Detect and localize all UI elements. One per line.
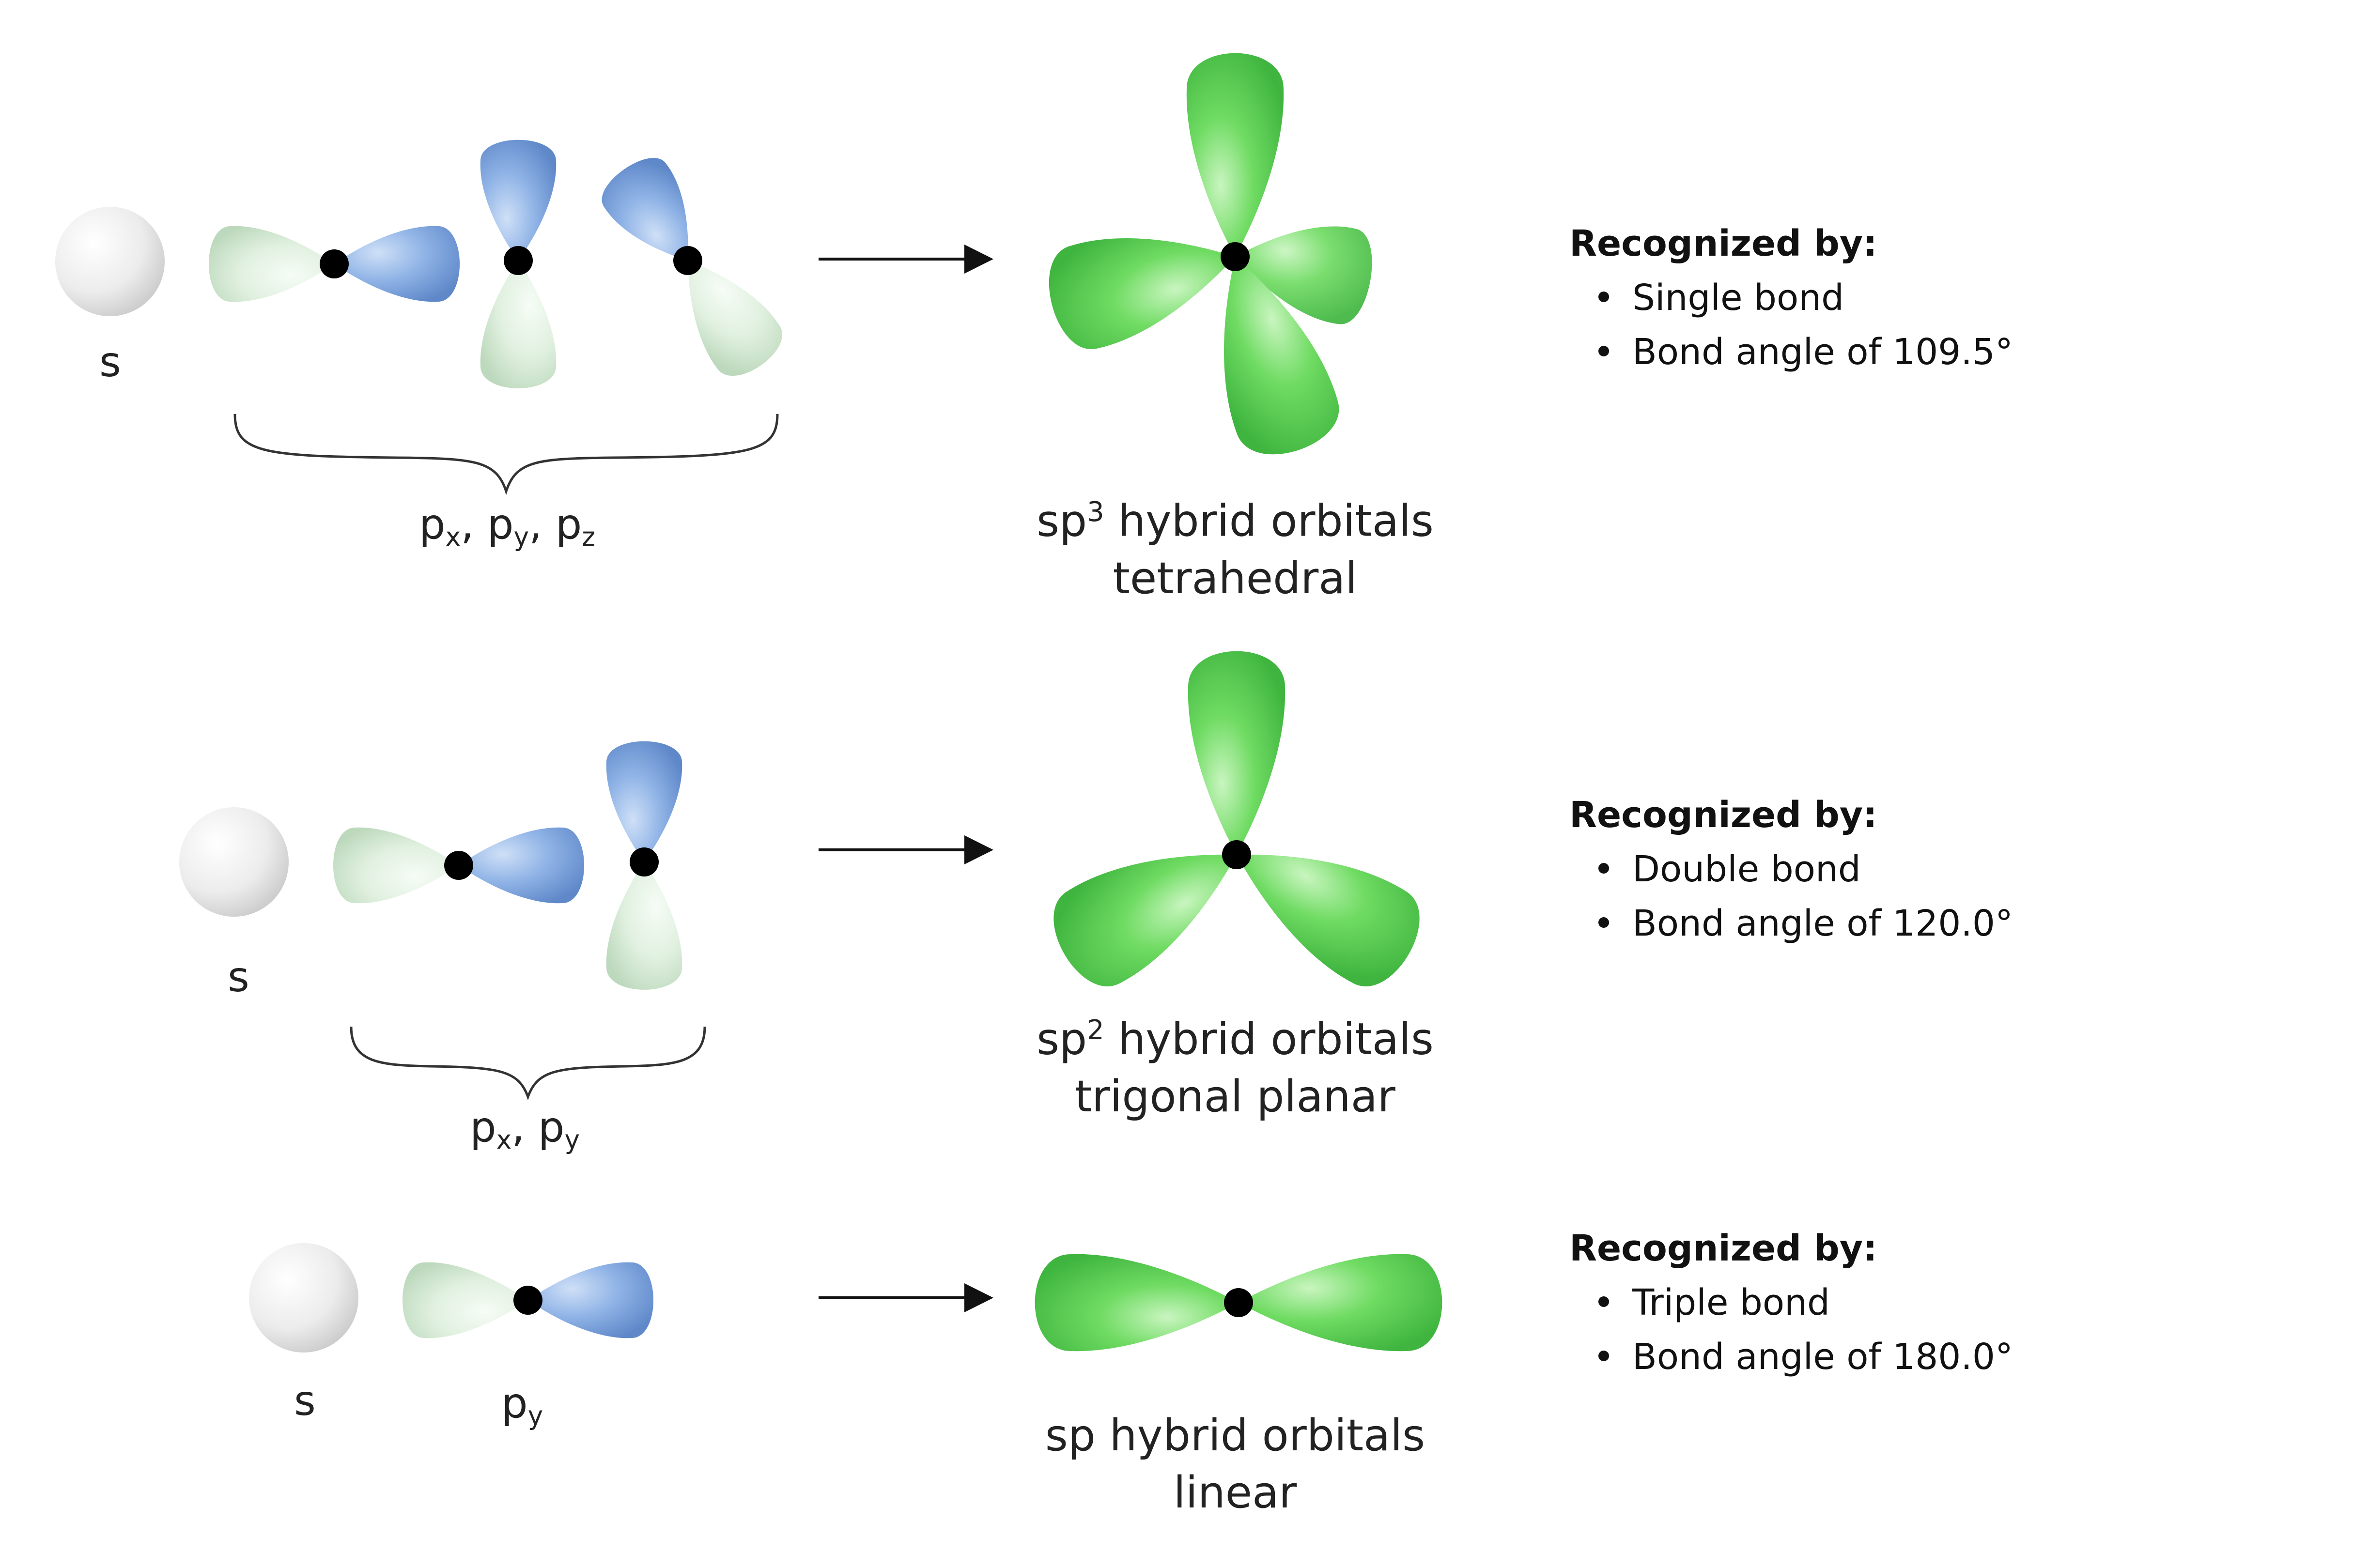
p-orbitals-label: py bbox=[501, 1383, 543, 1429]
recognized-item: Single bond bbox=[1569, 277, 2013, 319]
recognized-by-sp3: Recognized by: Single bond Bond angle of… bbox=[1569, 223, 2013, 385]
recognized-by-title: Recognized by: bbox=[1569, 794, 1877, 836]
recognized-by-list: Single bond Bond angle of 109.5° bbox=[1569, 277, 2013, 373]
p-orbitals-label: px, py bbox=[470, 1107, 580, 1153]
hybrid-name: sp2 hybrid orbitals bbox=[1037, 1017, 1434, 1061]
recognized-by-title: Recognized by: bbox=[1569, 1228, 1877, 1269]
nucleus-dot bbox=[1221, 242, 1250, 271]
s-orbital-sphere bbox=[55, 207, 165, 316]
sp3-hybrid-lobe bbox=[1235, 226, 1372, 324]
hybrid-rest: hybrid orbitals bbox=[1104, 495, 1434, 547]
p-orbital-lobe-pale bbox=[606, 862, 682, 990]
recognized-by-sp: Recognized by: Triple bond Bond angle of… bbox=[1569, 1228, 2013, 1390]
hybrid-geometry: tetrahedral bbox=[1113, 553, 1358, 604]
sp3-hybrid-lobe bbox=[1186, 53, 1284, 257]
p-orbital-lobe-blue bbox=[606, 741, 682, 862]
sp2-hybrid-lobe bbox=[1188, 651, 1285, 855]
recognized-item: Bond angle of 180.0° bbox=[1569, 1336, 2013, 1378]
recognized-item: Double bond bbox=[1569, 848, 2013, 890]
recognized-by-title: Recognized by: bbox=[1569, 223, 1877, 264]
p-orbitals-label: px, py, pz bbox=[419, 504, 595, 550]
nucleus-dot bbox=[504, 246, 533, 275]
hybrid-rest: hybrid orbitals bbox=[1095, 1410, 1425, 1461]
p-orbital-lobe-blue bbox=[480, 139, 557, 261]
sp3-hybrid-label: sp3 hybrid orbitals tetrahedral bbox=[1037, 499, 1434, 614]
hybrid-superscript: 2 bbox=[1087, 1015, 1104, 1046]
p-label-base: p bbox=[419, 500, 446, 549]
recognized-by-list: Triple bond Bond angle of 180.0° bbox=[1569, 1282, 2013, 1378]
nucleus-dot bbox=[444, 851, 473, 880]
sp3-hybrid-lobe bbox=[1224, 257, 1339, 455]
p-label-base: p bbox=[538, 1103, 565, 1152]
hybrid-prefix: sp bbox=[1037, 1014, 1087, 1065]
p-orbital-lobe-blue bbox=[602, 158, 688, 261]
s-orbital-sphere bbox=[249, 1243, 358, 1353]
grouping-brace bbox=[350, 1026, 706, 1101]
nucleus-dot bbox=[513, 1286, 542, 1315]
sp-hybrid-lobe bbox=[1035, 1254, 1239, 1352]
p-orbital-lobe-pale bbox=[688, 261, 782, 376]
nucleus-dot bbox=[1224, 1288, 1253, 1317]
sp2-hybrid-label: sp2 hybrid orbitals trigonal planar bbox=[1037, 1017, 1434, 1132]
p-label-subscript: x bbox=[496, 1124, 512, 1155]
p-label-subscript: y bbox=[527, 1400, 543, 1431]
grouping-brace bbox=[233, 414, 779, 495]
p-label-subscript: x bbox=[445, 522, 461, 552]
p-orbital-lobe-blue bbox=[528, 1262, 654, 1338]
p-orbital-lobe-pale bbox=[333, 827, 459, 904]
hybrid-geometry: trigonal planar bbox=[1075, 1071, 1395, 1122]
s-orbital-label: s bbox=[228, 953, 249, 1001]
nucleus-dot bbox=[1222, 840, 1251, 869]
p-orbital-lobe-pale bbox=[480, 261, 557, 388]
hybrid-geometry: linear bbox=[1173, 1467, 1297, 1518]
recognized-item: Bond angle of 120.0° bbox=[1569, 903, 2013, 944]
hybrid-prefix: sp bbox=[1037, 495, 1087, 547]
recognized-by-list: Double bond Bond angle of 120.0° bbox=[1569, 848, 2013, 944]
p-label-separator: , bbox=[511, 1103, 538, 1152]
hybrid-superscript: 3 bbox=[1087, 496, 1104, 528]
recognized-item: Bond angle of 109.5° bbox=[1569, 331, 2013, 373]
p-label-subscript: y bbox=[513, 522, 529, 552]
sp-hybrid-lobe bbox=[1239, 1254, 1442, 1352]
sp-hybrid-label: sp hybrid orbitals linear bbox=[1045, 1414, 1425, 1528]
hybrid-name: sp3 hybrid orbitals bbox=[1037, 499, 1434, 543]
nucleus-dot bbox=[630, 847, 659, 876]
p-label-base: p bbox=[501, 1379, 528, 1428]
p-label-separator: , bbox=[529, 500, 556, 549]
recognized-by-sp2: Recognized by: Double bond Bond angle of… bbox=[1569, 794, 2013, 957]
hybrid-rest: hybrid orbitals bbox=[1104, 1014, 1434, 1065]
s-orbital-label: s bbox=[294, 1377, 316, 1425]
p-label-subscript: z bbox=[582, 522, 596, 552]
nucleus-dot bbox=[320, 249, 349, 278]
hybrid-prefix: sp bbox=[1045, 1410, 1096, 1461]
p-label-base: p bbox=[470, 1103, 496, 1152]
p-orbital-lobe-blue bbox=[334, 226, 460, 302]
sp3-hybrid-lobe bbox=[1049, 238, 1235, 349]
s-orbital-label: s bbox=[99, 338, 121, 386]
p-label-separator: , bbox=[461, 500, 487, 549]
sp2-hybrid-lobe bbox=[1237, 854, 1420, 986]
p-label-base: p bbox=[487, 500, 514, 549]
s-orbital-sphere bbox=[179, 807, 289, 917]
p-orbital-lobe-blue bbox=[459, 827, 585, 904]
p-orbital-lobe-pale bbox=[208, 226, 334, 302]
nucleus-dot bbox=[673, 246, 702, 275]
p-label-subscript: y bbox=[564, 1124, 580, 1155]
recognized-item: Triple bond bbox=[1569, 1282, 2013, 1323]
p-label-base: p bbox=[555, 500, 582, 549]
p-orbital-lobe-pale bbox=[402, 1262, 528, 1338]
hybrid-name: sp hybrid orbitals bbox=[1045, 1414, 1425, 1458]
sp2-hybrid-lobe bbox=[1053, 854, 1237, 986]
